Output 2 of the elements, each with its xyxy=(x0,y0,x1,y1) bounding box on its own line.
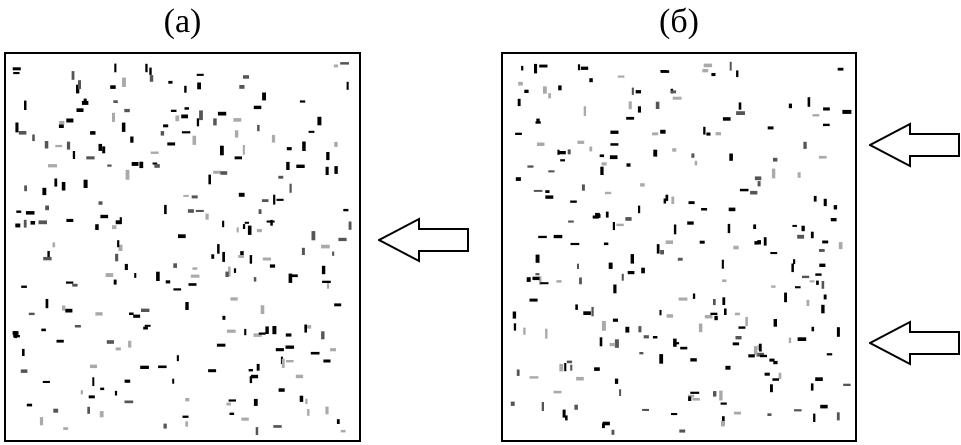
panel-label: (б) xyxy=(658,2,700,42)
panel-label: (а) xyxy=(162,2,202,42)
